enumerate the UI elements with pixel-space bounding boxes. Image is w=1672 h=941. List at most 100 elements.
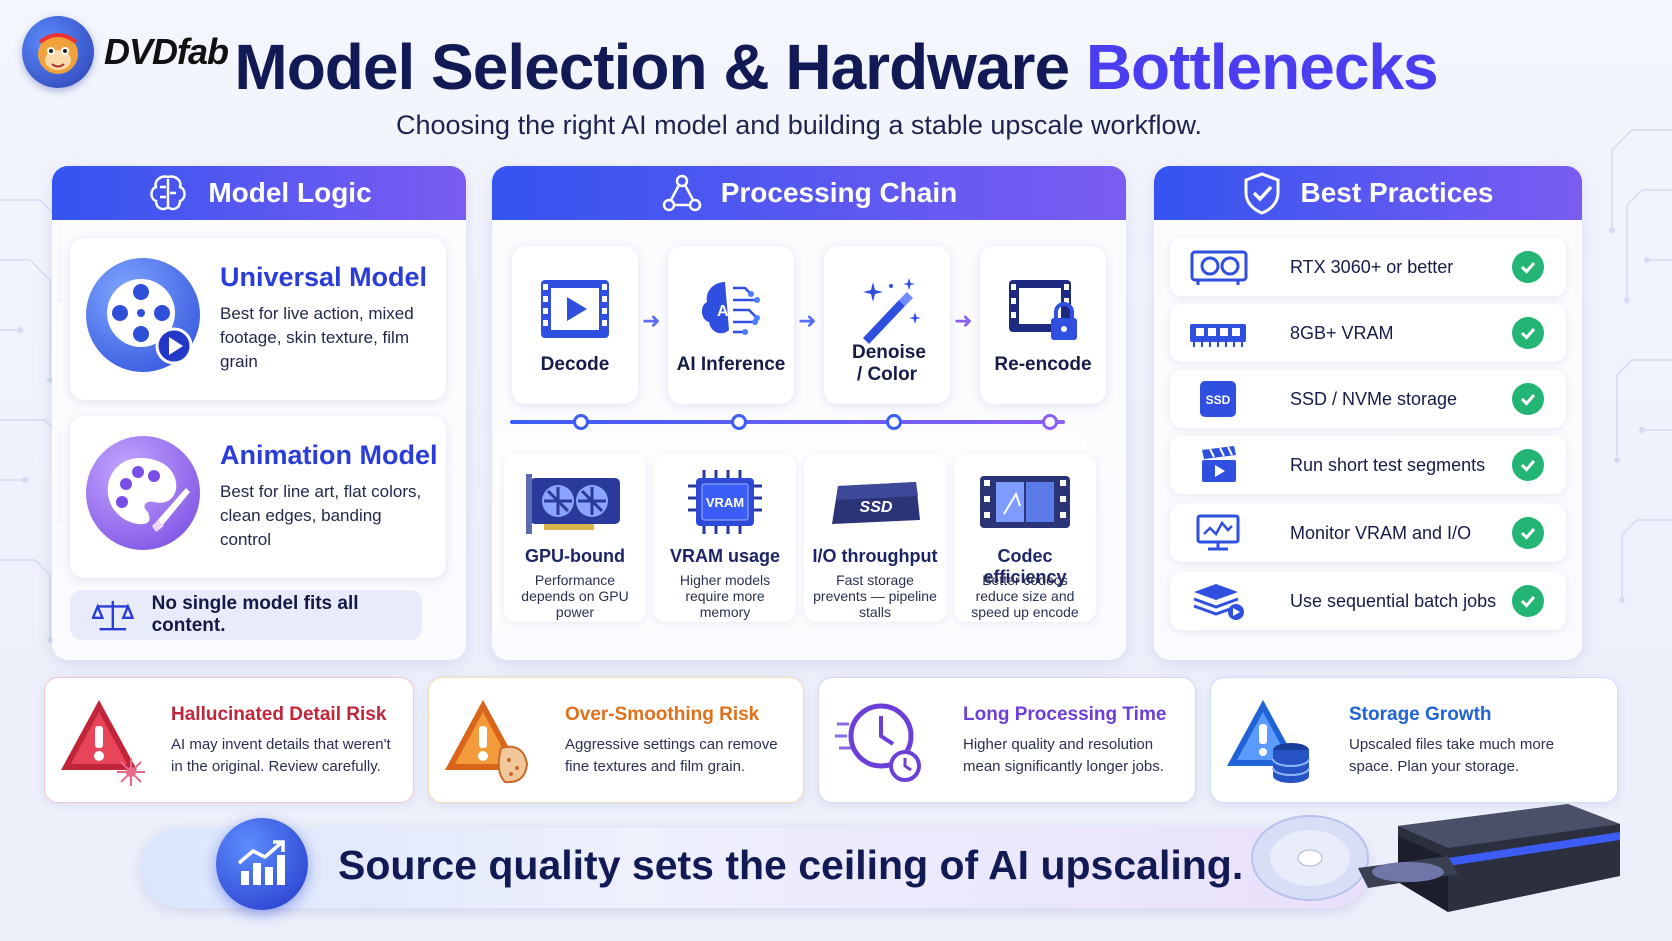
circuit-decoration-right: [1609, 129, 1672, 603]
step-decode: Decode: [512, 246, 638, 404]
best-practices-title: Best Practices: [1300, 177, 1494, 208]
model-note-text: No single model fits all content.: [151, 593, 359, 636]
step-re-encode: Re-encode: [980, 246, 1106, 404]
check-icon: [1512, 517, 1544, 549]
step-ai-inference: AI AI Inference: [668, 246, 794, 404]
risk-card-storage-growth: Storage Growth Upscaled files take much …: [1210, 677, 1618, 803]
timeline-dot: [731, 414, 747, 430]
ai-chip-brain-icon: AI: [701, 282, 760, 335]
model-logic-header: Model Logic: [52, 166, 466, 220]
database-warning-icon: [1227, 700, 1310, 783]
practice-item: 8GB+ VRAM: [1170, 304, 1566, 362]
risk-card-over-smoothing: Over-Smoothing Risk Aggressive settings …: [428, 677, 804, 803]
practice-label: SSD / NVMe storage: [1290, 389, 1458, 409]
bottleneck-codec-title: Codec efficiency: [983, 546, 1067, 587]
page-title: Model Selection & Hardware Bottlenecks: [0, 30, 1672, 104]
check-icon: [1512, 585, 1544, 617]
animation-model-title: Animation Model: [220, 440, 438, 470]
graphics-card-icon: [1190, 250, 1248, 285]
check-icon: [1512, 383, 1544, 415]
practice-label: Run short test segments: [1290, 455, 1486, 475]
practice-item: RTX 3060+ or better: [1170, 238, 1566, 296]
footer-message: Source quality sets the ceiling of AI up…: [338, 842, 1244, 888]
practice-label: RTX 3060+ or better: [1290, 257, 1454, 277]
ssd-drive-icon: SSD: [832, 482, 920, 524]
page-subtitle: Choosing the right AI model and building…: [396, 110, 1202, 140]
universal-model-title: Universal Model: [220, 262, 428, 292]
practice-item: Use sequential batch jobs: [1170, 572, 1566, 630]
ssd-icon: SSD: [1200, 381, 1236, 417]
risk-description: Higher quality and resolution mean signi…: [963, 736, 1164, 775]
risk-title: Hallucinated Detail Risk: [171, 704, 387, 725]
best-practices-panel: Best Practices RTX 3060+ or better 8GB+ …: [1154, 166, 1582, 660]
bottleneck-vram: VRAM VRAM usage Higher models require mo…: [654, 454, 796, 622]
bottleneck-io-title: I/O throughput: [812, 546, 938, 566]
risk-title: Storage Growth: [1349, 704, 1492, 725]
disc-drive-icon: [1251, 804, 1620, 912]
check-icon: [1512, 449, 1544, 481]
brand-name: DVDfab: [104, 31, 229, 72]
clapperboard-icon: [1202, 446, 1236, 482]
step-label-re-encode: Re-encode: [994, 354, 1092, 375]
check-icon: [1512, 317, 1544, 349]
bottleneck-vram-description: Higher models require more memory: [679, 572, 771, 620]
universal-model-description: Best for live action, mixed footage, ski…: [220, 304, 414, 371]
chain-arrow-3: ➜: [954, 308, 973, 333]
practice-label: Monitor VRAM and I/O: [1290, 523, 1472, 543]
step-label-ai-inference: AI Inference: [676, 354, 786, 375]
bottleneck-codec-description: Better codecs reduce size and speed up e…: [971, 572, 1079, 620]
risk-title: Long Processing Time: [963, 704, 1167, 725]
model-note: No single model fits all content.: [70, 590, 422, 640]
chain-arrow-2: ➜: [798, 308, 817, 333]
clock-icon: [835, 703, 921, 782]
risk-card-long-processing: Long Processing Time Higher quality and …: [818, 677, 1196, 803]
step-label-denoise-color: Denoise / Color: [852, 342, 926, 385]
risk-title: Over-Smoothing Risk: [565, 704, 760, 725]
balance-scale-icon: [92, 600, 134, 631]
practice-label: Use sequential batch jobs: [1290, 591, 1497, 611]
monkey-mascot-icon: [22, 16, 94, 88]
ssd-drive-text: SSD: [860, 499, 893, 516]
practice-item: Monitor VRAM and I/O: [1170, 504, 1566, 562]
title-main: Model Selection & Hardware: [234, 31, 1086, 103]
memory-stick-icon: [1190, 324, 1246, 347]
bottleneck-io-description: Fast storage prevents — pipeline stalls: [813, 572, 937, 620]
film-lock-icon: [1009, 280, 1077, 340]
bottleneck-io: SSD I/O throughput Fast storage prevents…: [804, 454, 946, 622]
chain-timeline: [510, 414, 1065, 430]
vram-chip-text: VRAM: [706, 495, 744, 510]
bottleneck-vram-title: VRAM usage: [669, 546, 781, 566]
brain-icon: [150, 175, 187, 211]
layers-play-icon: [1193, 584, 1244, 620]
universal-model-card: Universal Model Best for live action, mi…: [70, 238, 446, 400]
vram-chip-icon: VRAM: [688, 470, 762, 534]
bottleneck-gpu: GPU-bound Performance depends on GPU pow…: [504, 454, 646, 622]
risk-description: AI may invent details that weren't in th…: [171, 736, 391, 775]
practice-item: SSD SSD / NVMe storage: [1170, 370, 1566, 428]
palette-icon: [86, 436, 200, 550]
shield-check-icon: [1244, 172, 1280, 215]
processing-chain-header: Processing Chain: [492, 166, 1126, 220]
animation-model-card: Animation Model Best for line art, flat …: [70, 416, 446, 578]
film-strip-icon: [980, 476, 1070, 528]
check-icon: [1512, 251, 1544, 283]
step-label-decode: Decode: [540, 354, 610, 375]
graphics-card-icon: [526, 474, 620, 534]
model-logic-panel: Model Logic Universal Model Best for liv…: [52, 166, 466, 660]
bottleneck-gpu-description: Performance depends on GPU power: [521, 572, 629, 620]
film-reel-icon: [86, 258, 200, 372]
processing-chain-panel: Processing Chain Decode ➜ AI AI Inferenc…: [492, 166, 1126, 660]
step-denoise-color: Denoise / Color: [824, 246, 950, 404]
footer-banner: [140, 828, 1370, 908]
growth-chart-icon: [216, 818, 308, 910]
risk-description: Upscaled files take much more space. Pla…: [1349, 736, 1555, 775]
warning-triangle-icon: [445, 700, 529, 784]
chain-arrow-1: ➜: [642, 308, 661, 333]
warning-triangle-icon: [61, 700, 145, 786]
model-logic-title: Model Logic: [208, 177, 372, 208]
video-play-icon: [541, 280, 609, 338]
svg-text:AI: AI: [717, 303, 733, 320]
bottleneck-gpu-title: GPU-bound: [525, 546, 625, 566]
title-accent: Bottlenecks: [1085, 31, 1439, 103]
risk-description: Aggressive settings can remove fine text…: [565, 736, 778, 775]
